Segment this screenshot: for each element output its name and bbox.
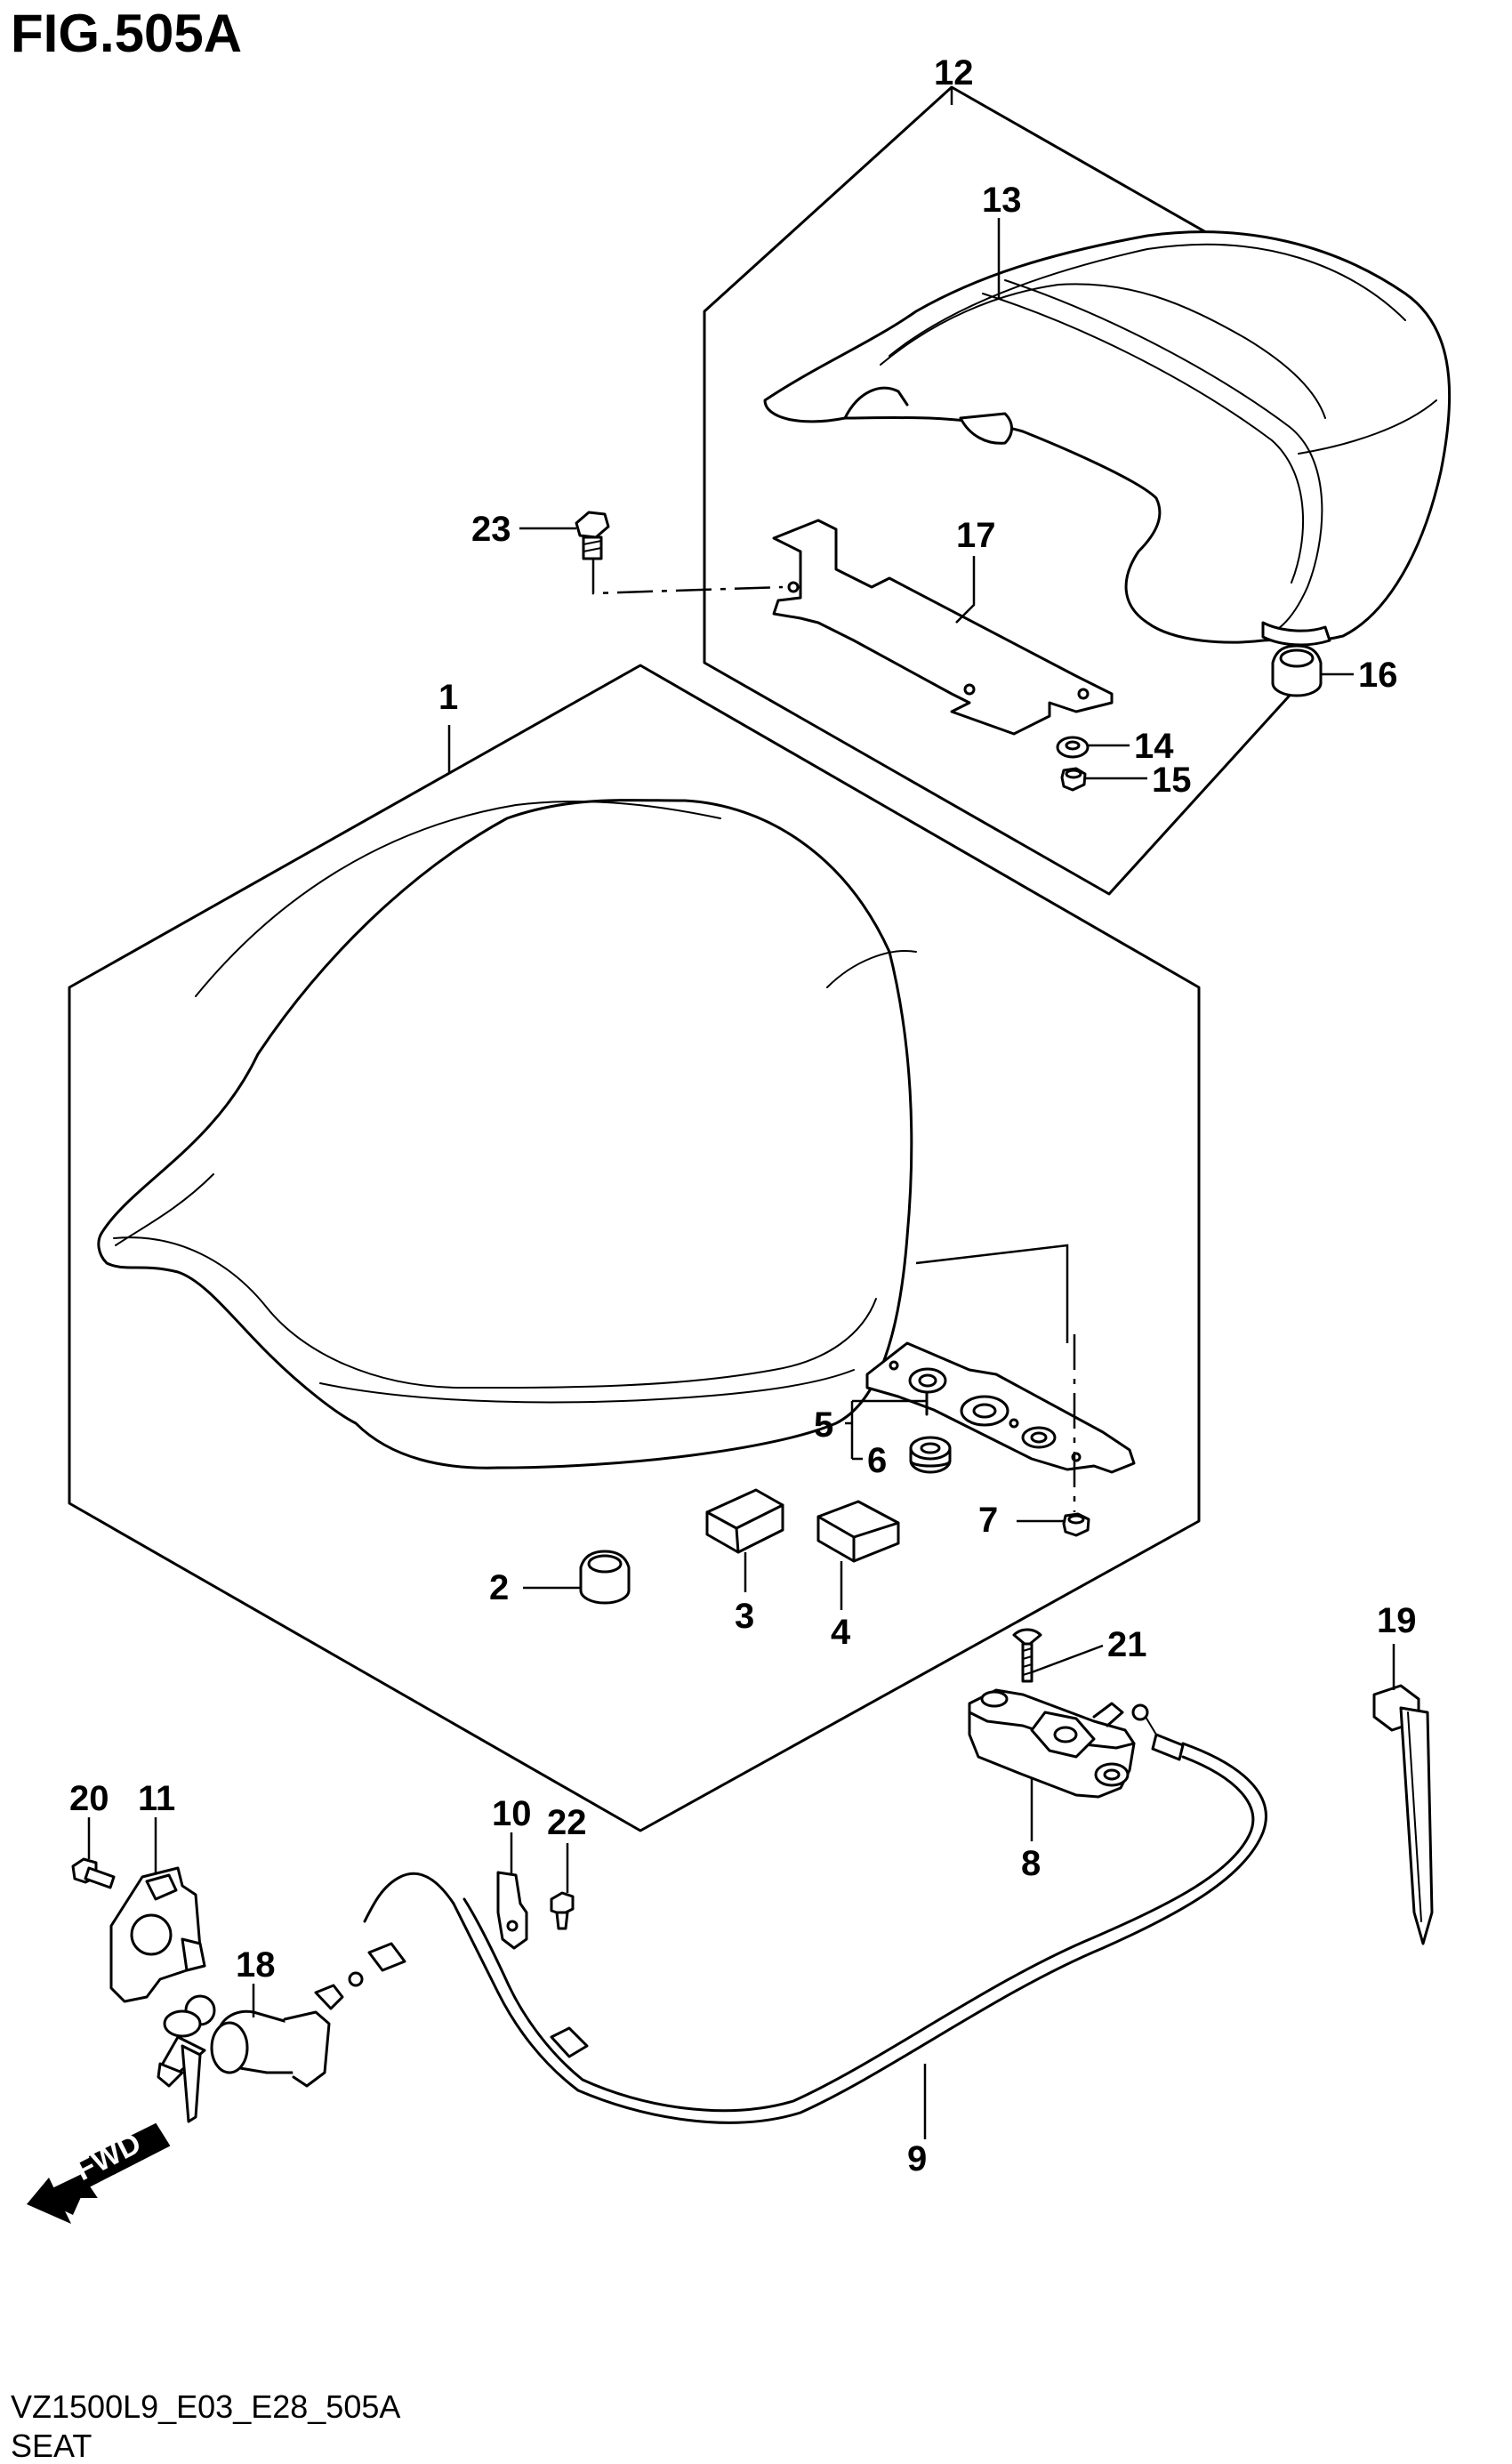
pillion-seat (763, 230, 1452, 647)
nut-7 (1062, 1512, 1090, 1537)
bracket-5 (865, 1341, 1136, 1474)
screw-22 (550, 1891, 575, 1930)
rider-seat (97, 799, 917, 1470)
callout-14: 14 (1134, 727, 1174, 766)
callout-8: 8 (1021, 1844, 1041, 1883)
cable-tie-19 (1372, 1684, 1434, 1945)
callout-4: 4 (831, 1613, 851, 1652)
callout-2: 2 (489, 1568, 509, 1607)
callout-12: 12 (934, 53, 974, 93)
bumper-16 (1271, 644, 1323, 697)
washer-14 (1056, 736, 1090, 759)
callout-22: 22 (547, 1803, 587, 1842)
callout-20: 20 (69, 1779, 109, 1818)
bolt-23 (575, 511, 610, 560)
nut-15 (1060, 767, 1087, 792)
callout-11: 11 (138, 1779, 175, 1818)
callout-17: 17 (956, 516, 996, 555)
callout-6: 6 (867, 1441, 887, 1480)
diagram-caption: SEAT (11, 2428, 92, 2464)
leader-17 (955, 556, 976, 624)
pad-4 (816, 1500, 900, 1563)
bracket-17 (772, 519, 1114, 736)
bracket-10 (496, 1871, 528, 1950)
callout-23: 23 (471, 510, 511, 549)
callout-18: 18 (236, 1945, 276, 1985)
pad-3 (705, 1488, 784, 1554)
fwd-label: FWD (69, 2126, 146, 2187)
fwd-direction-arrow: FWD (27, 2122, 171, 2224)
callout-21: 21 (1107, 1625, 1147, 1664)
callout-15: 15 (1152, 761, 1192, 800)
leader-21 (1031, 1644, 1104, 1674)
figure-title: FIG.505A (11, 4, 242, 63)
latch-8 (968, 1688, 1136, 1799)
screw-20 (71, 1857, 116, 1889)
callout-3: 3 (735, 1597, 754, 1636)
callout-9: 9 (907, 2139, 927, 2178)
callout-13: 13 (982, 181, 1022, 220)
seat-lock-18 (157, 1984, 344, 2123)
cable-9 (348, 1703, 1267, 2124)
callout-5: 5 (814, 1405, 833, 1445)
bumper-2 (579, 1550, 631, 1605)
leader-5-to-seat (915, 1244, 1069, 1343)
callout-1: 1 (438, 678, 458, 717)
spacer-6 (909, 1436, 952, 1474)
model-code: VZ1500L9_E03_E28_505A (11, 2388, 400, 2425)
rider-seat-group-box (68, 664, 1201, 1832)
lock-bracket-11 (109, 1866, 206, 2003)
callout-19: 19 (1377, 1601, 1417, 1640)
callout-10: 10 (492, 1794, 532, 1833)
leader-5-6 (845, 1399, 927, 1461)
screw-21 (1012, 1628, 1042, 1683)
callout-7: 7 (978, 1501, 998, 1540)
callout-16: 16 (1358, 656, 1398, 695)
leader-23-to-17 (591, 559, 784, 595)
